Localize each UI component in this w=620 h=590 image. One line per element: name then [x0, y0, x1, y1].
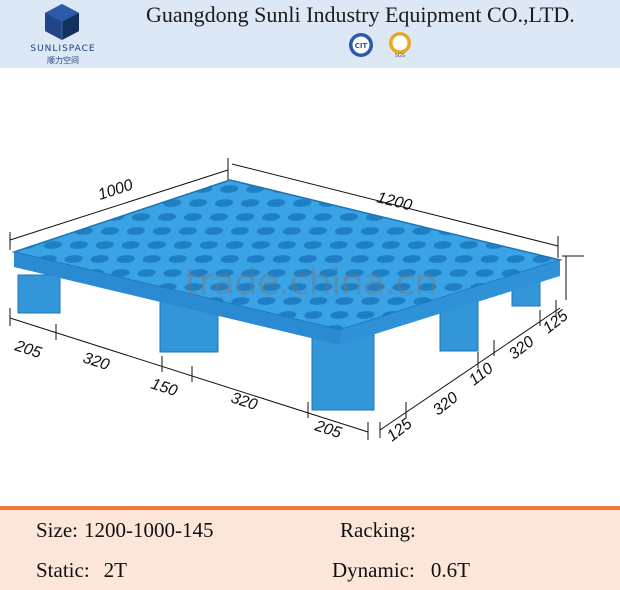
static-label: Static: — [36, 558, 90, 582]
side-dimension-lines — [379, 300, 561, 438]
racking-label: Racking: — [340, 518, 416, 542]
cit-badge-text: CIT — [355, 42, 368, 50]
dim-front-2: 320 — [81, 350, 112, 374]
certification-badges: CIT SGS — [349, 32, 411, 59]
logo-subtext: 顺力空间 — [47, 56, 79, 65]
cube-logo-icon — [45, 4, 79, 40]
size-value: 1200-1000-145 — [84, 518, 214, 542]
dim-front-4: 320 — [229, 390, 260, 414]
dim-front-1: 205 — [12, 337, 44, 362]
dynamic-value: 0.6T — [430, 558, 470, 582]
company-logo: SUNLISPACE 顺力空间 — [8, 2, 118, 66]
dim-width-1000: 1000 — [96, 177, 135, 204]
logo-text: SUNLISPACE — [30, 44, 96, 54]
dim-side-1: 125 — [384, 415, 416, 445]
dim-front-3: 150 — [149, 376, 180, 400]
pallet-drawing: 1000 1200 205 320 150 320 205 125 320 — [9, 158, 584, 445]
dim-front-5: 205 — [312, 417, 344, 442]
pallet-deck — [11, 179, 563, 345]
dynamic-label: Dynamic: — [332, 558, 415, 582]
spec-static: Static: 2T — [36, 558, 127, 583]
watermark-text: trade.china.cn — [185, 262, 437, 303]
dim-side-4: 320 — [506, 333, 538, 363]
dim-side-3: 110 — [466, 360, 497, 389]
cit-badge-icon: CIT — [349, 33, 373, 57]
spec-band: Size:1200-1000-145 Racking: Static: 2T Dy… — [0, 506, 620, 590]
company-name: Guangdong Sunli Industry Equipment CO.,L… — [146, 2, 575, 27]
spec-dynamic: Dynamic: 0.6T — [332, 558, 470, 583]
dim-side-5: 125 — [540, 307, 572, 337]
header-band: SUNLISPACE 顺力空间 Guangdong Sunli Industry… — [0, 0, 620, 68]
front-dimension-lines — [9, 308, 369, 440]
top-dimension-lines — [9, 158, 584, 300]
size-label: Size: — [36, 518, 78, 542]
dim-length-1200: 1200 — [375, 189, 414, 214]
spec-size: Size:1200-1000-145 — [36, 518, 214, 543]
dim-side-2: 320 — [430, 389, 462, 419]
sgs-badge-text: SGS — [395, 53, 405, 59]
static-value: 2T — [103, 558, 127, 582]
sgs-badge-icon: SGS — [389, 32, 411, 59]
spec-racking: Racking: — [340, 518, 422, 543]
